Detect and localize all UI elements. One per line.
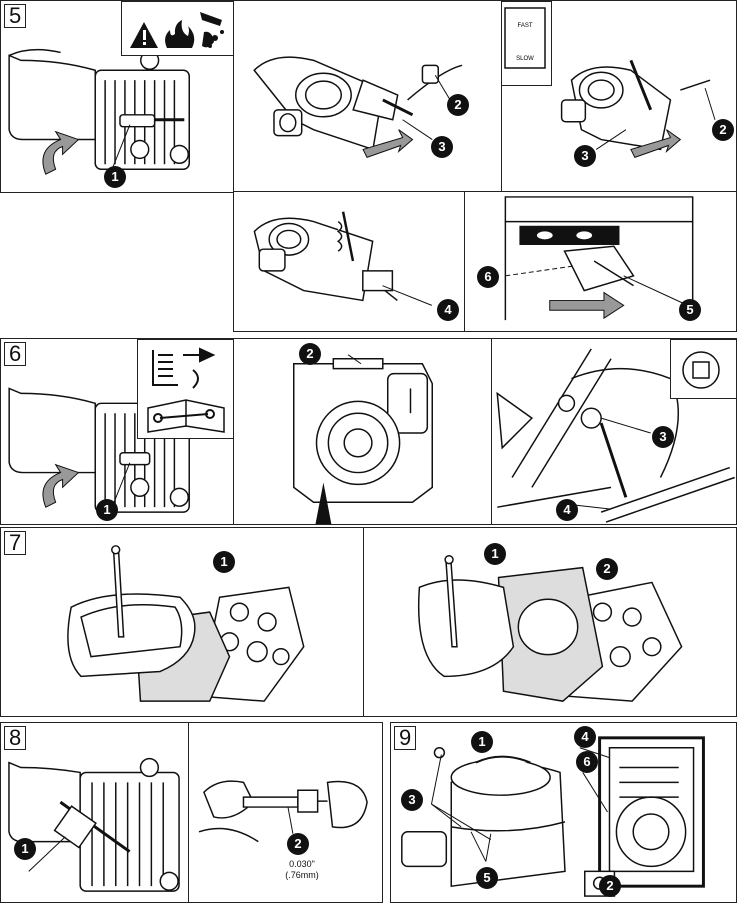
callout-3: 3	[574, 145, 596, 167]
step-number-8: 8	[4, 726, 27, 750]
engine-cleaning-illustration	[401, 736, 705, 897]
air-filter-cover-illustration	[67, 545, 305, 702]
step9-engine-panel: 9 1 3 4 6 5 2	[390, 722, 737, 903]
spark-gap-spec: 0.030" (.76mm)	[277, 859, 327, 881]
gap-mm: (.76mm)	[285, 870, 319, 880]
fire-icon	[165, 20, 195, 48]
choke-icon	[152, 347, 216, 389]
callout-1: 1	[471, 731, 493, 753]
callout-1: 1	[104, 166, 126, 188]
callout-4: 4	[437, 299, 459, 321]
callout-2: 2	[596, 558, 618, 580]
blade-wrench-illustration	[496, 348, 735, 523]
wrench-icon	[153, 409, 215, 423]
step5-speed-panel: 6 5	[464, 191, 737, 332]
hand-spray-icon	[200, 12, 224, 48]
callout-3: 3	[652, 426, 674, 448]
svg-text:SLOW: SLOW	[516, 56, 534, 62]
step7-air-filter-panel-a: 7 1	[0, 527, 365, 717]
step-number-5: 5	[4, 4, 27, 28]
svg-text:FAST: FAST	[517, 23, 532, 29]
speed-control-illustration	[504, 196, 694, 321]
spark-plug-gap-illustration	[198, 780, 368, 843]
carburetor-linkage-illustration	[253, 56, 463, 158]
callout-1: 1	[484, 543, 506, 565]
engine-front-illustration	[293, 354, 433, 524]
air-filter-element-illustration	[417, 554, 683, 702]
callout-2: 2	[447, 94, 469, 116]
callout-2: 2	[599, 875, 621, 897]
callout-1: 1	[213, 551, 235, 573]
step5-carburetor-panel-c: 4	[233, 191, 466, 332]
step7-air-filter-panel-b: 1 2	[363, 527, 737, 717]
callout-2: 2	[712, 119, 734, 141]
step5-carburetor-panel-a: 2 3	[233, 0, 503, 193]
callout-5: 5	[679, 299, 701, 321]
callout-5: 5	[476, 867, 498, 889]
callout-2: 2	[287, 833, 309, 855]
step5-carburetor-panel-b: FAST SLOW 2 3	[501, 0, 737, 193]
warning-triangle-icon	[130, 22, 158, 48]
callout-1: 1	[96, 499, 118, 521]
turtle-icon	[536, 231, 553, 240]
carburetor-throttle-illustration	[560, 59, 716, 158]
step5-engine-panel: 5 1	[0, 0, 235, 193]
step-number-6: 6	[4, 342, 27, 366]
socket-inset	[670, 339, 736, 399]
warning-inset	[121, 1, 234, 56]
socket-icon	[682, 351, 720, 389]
step8-gap-panel: 2 0.030" (.76mm)	[188, 722, 383, 903]
callout-4: 4	[556, 499, 578, 521]
carburetor-spring-illustration	[253, 211, 432, 306]
step6-engine-front-panel: 2	[233, 338, 493, 525]
gap-inches: 0.030"	[289, 859, 315, 869]
rabbit-icon	[576, 231, 593, 240]
maintenance-inset	[137, 339, 234, 439]
callout-4: 4	[574, 726, 596, 748]
engine-cylinder-illustration	[8, 48, 190, 175]
choke-inset: FAST SLOW	[502, 1, 552, 86]
callout-6: 6	[477, 266, 499, 288]
step6-blade-panel: 3 4	[491, 338, 737, 525]
callout-3: 3	[431, 136, 453, 158]
callout-6: 6	[576, 751, 598, 773]
callout-3: 3	[401, 789, 423, 811]
callout-2: 2	[299, 343, 321, 365]
step-number-9: 9	[394, 726, 417, 750]
callout-1: 1	[14, 838, 36, 860]
step-number-7: 7	[4, 531, 27, 555]
spark-plug-removal-illustration	[8, 757, 180, 892]
step6-engine-panel: 6 1	[0, 338, 235, 525]
step8-engine-panel: 8 1	[0, 722, 190, 903]
